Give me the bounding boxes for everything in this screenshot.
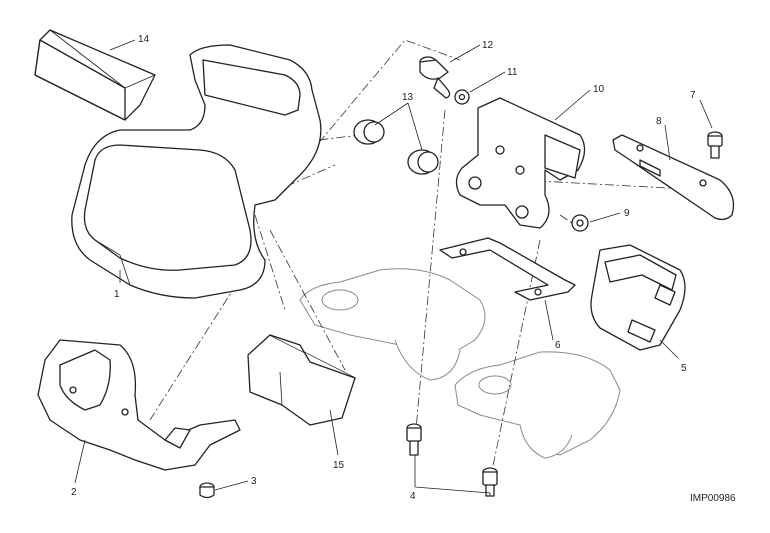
- callout-1: 1: [114, 289, 120, 300]
- part-12-stud: [419, 56, 451, 99]
- callout-15: 15: [333, 460, 345, 471]
- drawing-code: IMP00986: [690, 493, 736, 504]
- callout-11: 11: [507, 67, 518, 78]
- callout-4: 4: [410, 491, 416, 502]
- part-8-support-plate: [612, 134, 735, 221]
- leader-lines: [74, 39, 713, 496]
- ghost-upper-clamp: [299, 268, 486, 381]
- part-3-screw: [199, 482, 215, 499]
- part-1-instrument-housing: [71, 44, 322, 299]
- part-4-bolts: [406, 423, 498, 497]
- callout-2: 2: [71, 487, 77, 498]
- callout-labels: 1 2 3 4 5 6 7 8 9 10 11 12 13 14 15: [71, 34, 696, 502]
- callout-12: 12: [482, 40, 494, 51]
- part-7-bolt: [707, 131, 723, 159]
- part-11-washer: [454, 89, 470, 105]
- part-15-spacer-block: [247, 334, 356, 426]
- callout-3: 3: [251, 476, 257, 487]
- callout-10: 10: [593, 84, 605, 95]
- part-13-grommets: [353, 119, 439, 175]
- part-10-bracket: [455, 97, 586, 229]
- callout-13: 13: [402, 92, 414, 103]
- callout-7: 7: [690, 90, 696, 101]
- ghost-lower-clamp: [454, 351, 621, 459]
- part-2-lower-cover: [37, 339, 241, 471]
- callout-5: 5: [681, 363, 687, 374]
- part-9-nut: [571, 214, 589, 232]
- part-5-rubber-mount: [590, 244, 686, 351]
- part-6-mounting-bracket: [439, 237, 576, 301]
- callout-9: 9: [624, 208, 630, 219]
- callout-14: 14: [138, 34, 150, 45]
- callout-8: 8: [656, 116, 662, 127]
- part-14-foam-pad: [34, 29, 156, 121]
- callout-6: 6: [555, 340, 561, 351]
